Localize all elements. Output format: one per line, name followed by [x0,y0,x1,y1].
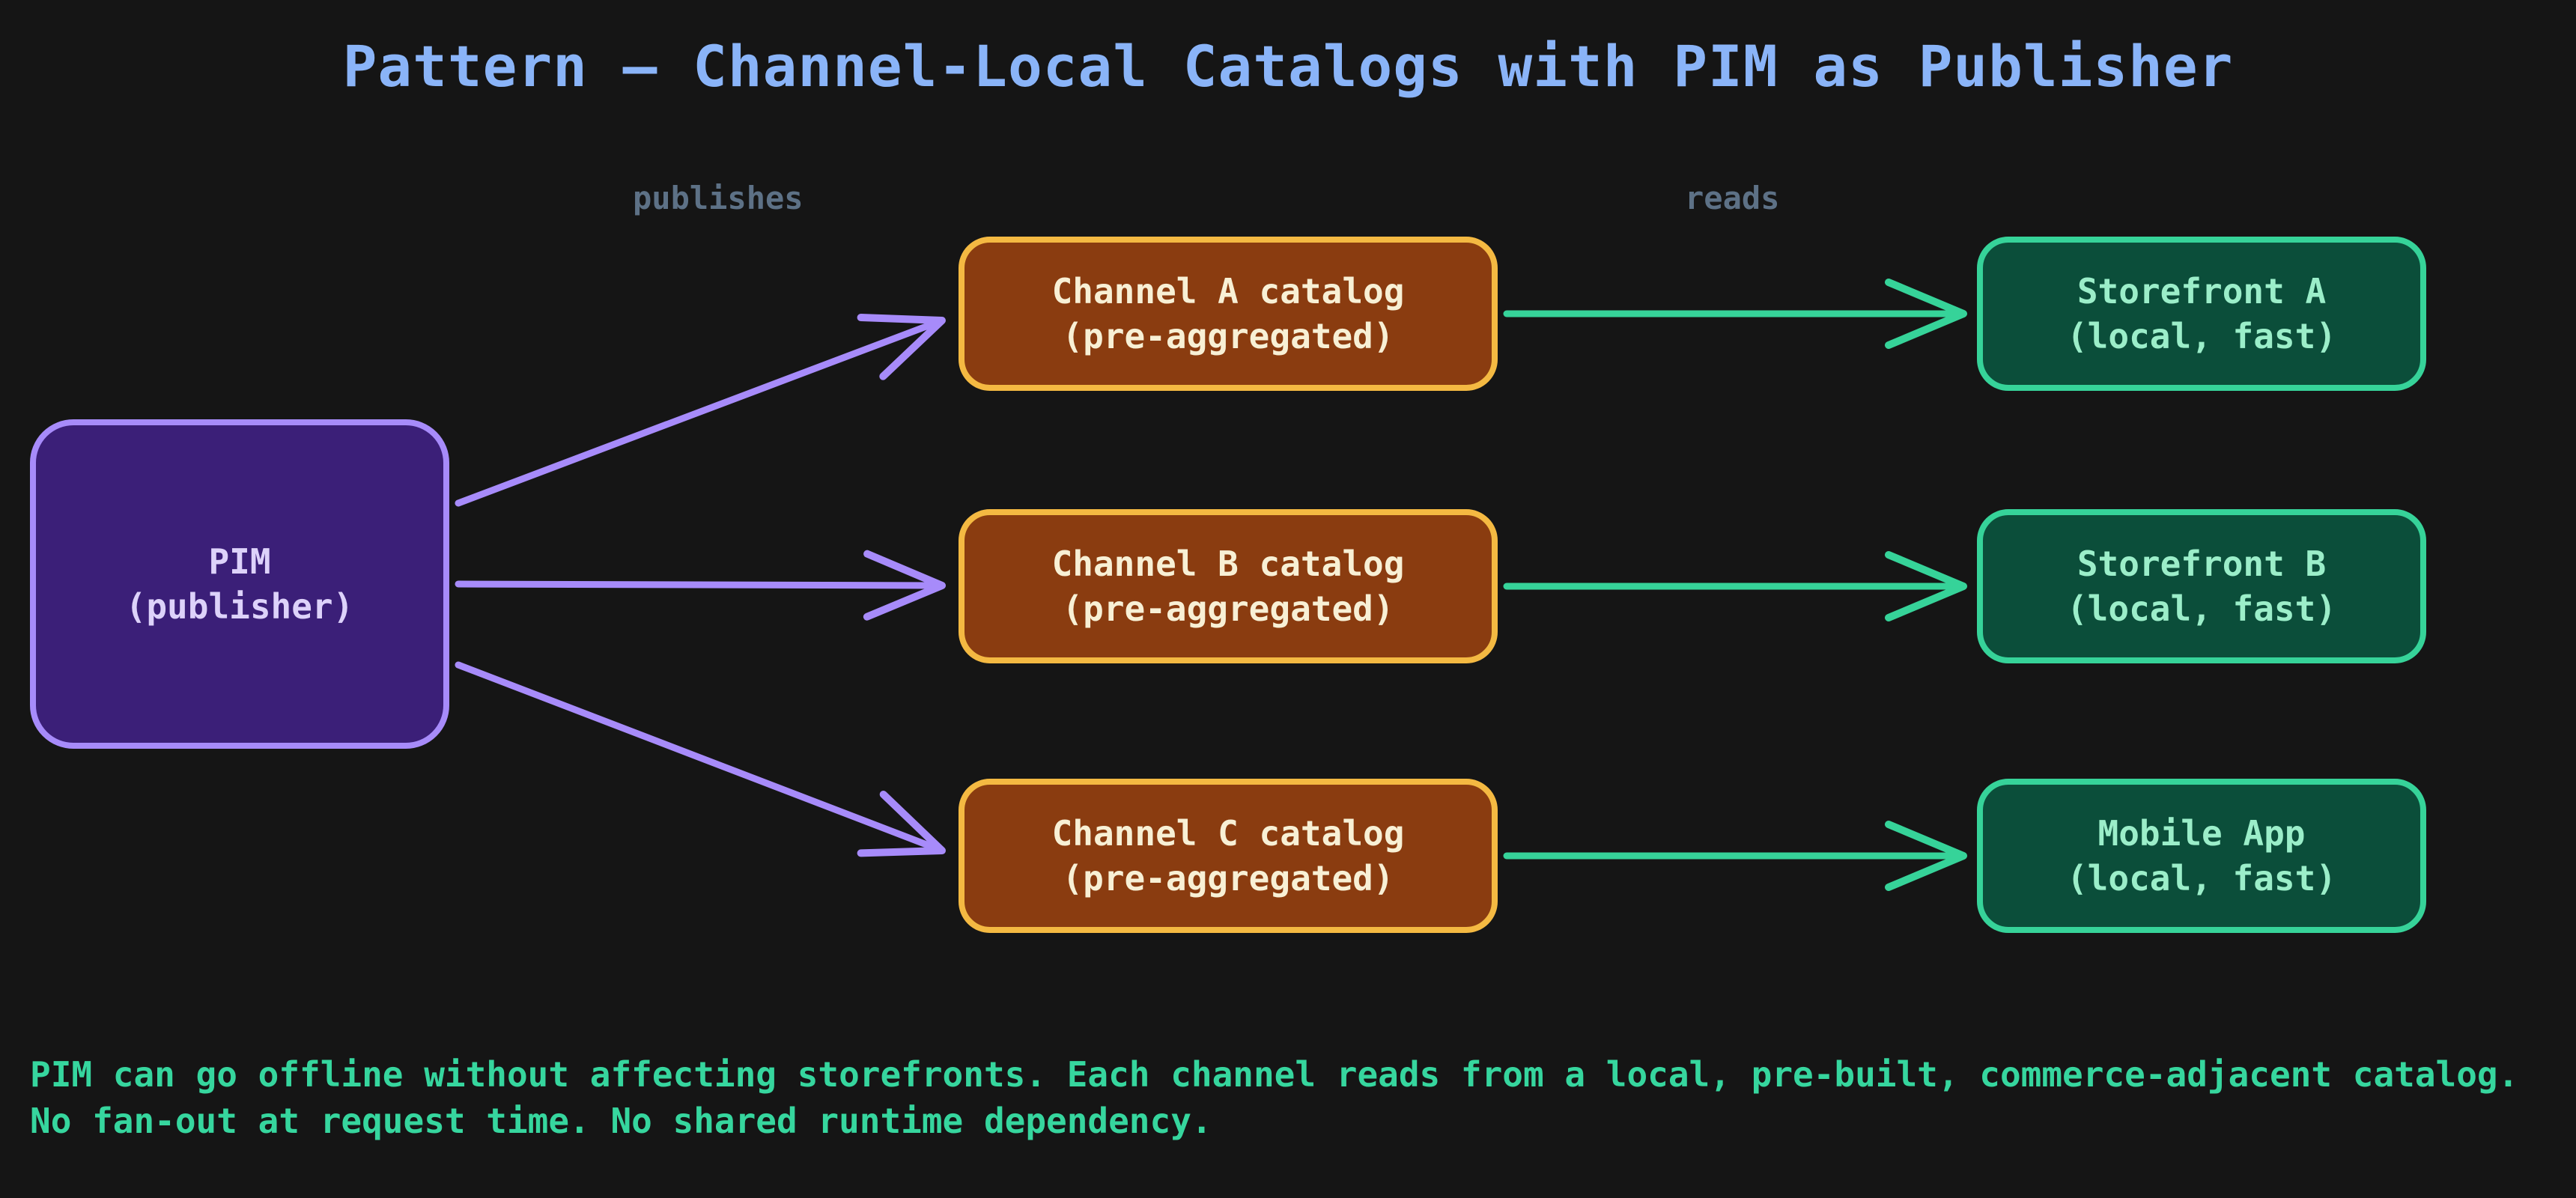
node-channel-a-line2: (pre-aggregated) [1062,316,1394,356]
edge-label-publishes: publishes [633,180,804,216]
node-pim-line2: (publisher) [125,586,354,627]
arrow-pim-to-channel-b [455,550,946,621]
arrow-pim-to-channel-c [455,661,946,857]
node-channel-c-line1: Channel C catalog [1051,813,1405,854]
node-mobile-app-line2: (local, fast) [2066,858,2337,898]
node-channel-a-line1: Channel A catalog [1051,271,1405,311]
footer-note: PIM can go offline without affecting sto… [30,1051,2518,1144]
node-mobile-app-line1: Mobile App [2097,813,2306,854]
node-pim-publisher: PIM (publisher) [30,419,449,749]
node-channel-c-line2: (pre-aggregated) [1062,858,1394,898]
node-storefront-a-line2: (local, fast) [2066,316,2337,356]
node-storefront-a-line1: Storefront A [2077,271,2327,311]
node-storefront-a: Storefront A (local, fast) [1977,237,2426,391]
footer-note-line2: No fan-out at request time. No shared ru… [30,1101,1212,1141]
node-channel-c-catalog: Channel C catalog (pre-aggregated) [959,779,1498,933]
node-storefront-b-line1: Storefront B [2077,544,2327,584]
footer-note-line1: PIM can go offline without affecting sto… [30,1054,2519,1095]
node-mobile-app: Mobile App (local, fast) [1977,779,2426,933]
node-channel-b-line2: (pre-aggregated) [1062,589,1394,629]
node-channel-a-catalog: Channel A catalog (pre-aggregated) [959,237,1498,391]
diagram-title: Pattern — Channel-Local Catalogs with PI… [342,33,2234,100]
arrow-pim-to-channel-a [455,314,946,507]
edge-label-reads: reads [1685,180,1780,216]
node-channel-b-line1: Channel B catalog [1051,544,1405,584]
node-pim-line1: PIM [208,541,271,582]
node-channel-b-catalog: Channel B catalog (pre-aggregated) [959,509,1498,663]
node-storefront-b-line2: (local, fast) [2066,589,2337,629]
node-storefront-b: Storefront B (local, fast) [1977,509,2426,663]
